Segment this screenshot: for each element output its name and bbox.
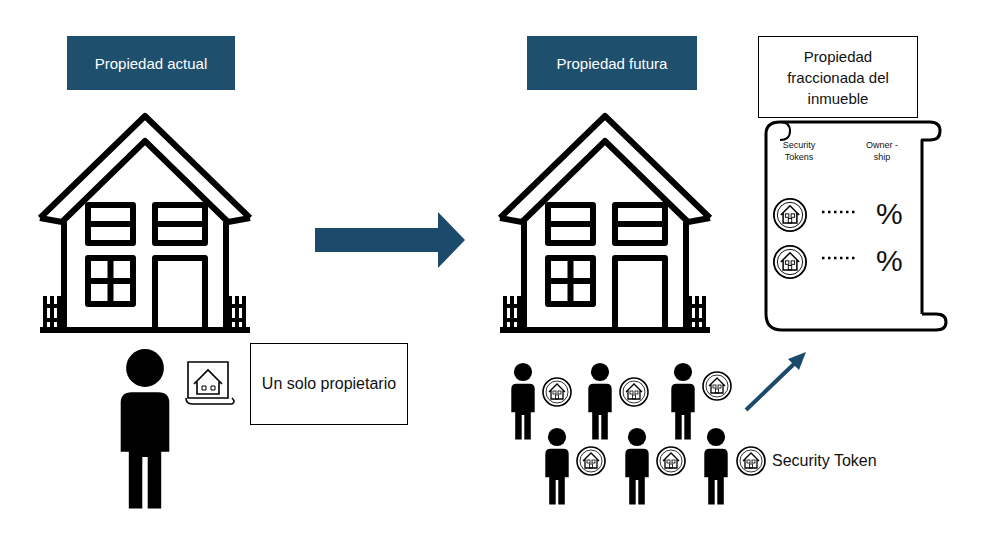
label-box: Propiedad fraccionada del inmueble	[758, 36, 918, 118]
label-box: Propiedad actual	[67, 36, 235, 90]
box-text: Propiedad fraccionada del inmueble	[767, 46, 909, 109]
percent-sign: %	[876, 243, 903, 279]
column-header: Security Tokens	[768, 140, 830, 163]
box-text: Propiedad futura	[557, 53, 668, 74]
scroll-outline	[752, 118, 950, 340]
label-box: Propiedad futura	[527, 36, 697, 90]
percent-sign: %	[876, 196, 903, 232]
column-header: Owner -ship	[862, 140, 902, 163]
label-box: Un solo propietario	[250, 343, 408, 425]
box-text: Propiedad actual	[95, 53, 208, 74]
token-label: Security Token	[772, 451, 877, 470]
token-scroll: Security Tokens Owner -ship	[752, 118, 950, 340]
box-text: Un solo propietario	[262, 373, 396, 395]
